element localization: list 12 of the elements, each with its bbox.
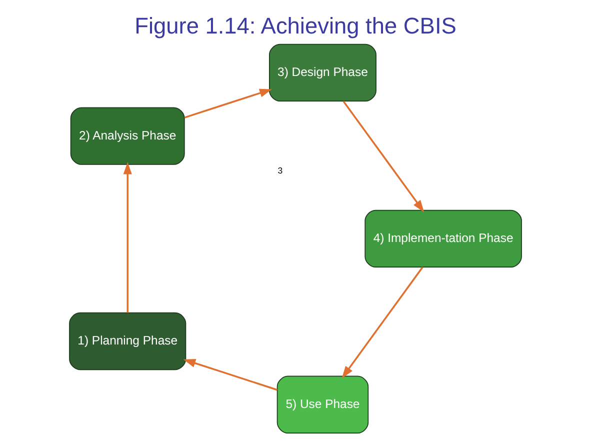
node-box: 3) Design Phase (268, 44, 376, 102)
label: 3 (278, 166, 283, 176)
node-box: 5) Use Phase (276, 376, 369, 434)
node-box: 4) Implemen-tation Phase (364, 210, 522, 268)
arrow (342, 100, 424, 212)
arrow (183, 359, 278, 391)
node-box: 1) Planning Phase (69, 312, 186, 370)
node-box: 2) Analysis Phase (70, 107, 185, 165)
arrow (342, 266, 424, 378)
diagram-title: Figure 1.14: Achieving the CBIS (134, 12, 456, 39)
arrow (123, 162, 132, 313)
arrow (184, 88, 272, 118)
